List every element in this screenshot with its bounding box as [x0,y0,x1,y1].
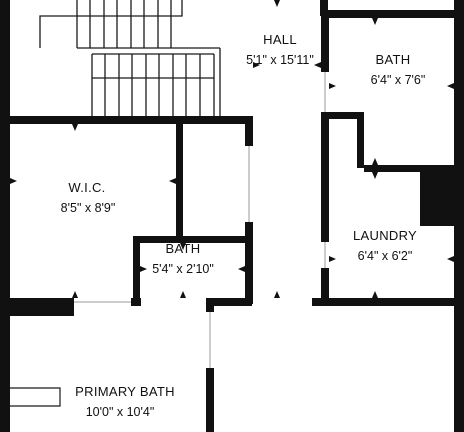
bath-upper-dimensions-label: 6'4" x 7'6" [370,73,426,87]
dimension-ticks [10,0,454,298]
staircase [39,0,221,116]
hall-name-label: HALL [263,32,297,47]
primary-bath-dimensions-label: 10'0" x 10'4" [85,405,155,419]
primary-bath-name-label: PRIMARY BATH [75,384,175,399]
wic-name-label: W.I.C. [68,180,106,195]
window-lines [74,72,326,368]
bath-small-dimensions-label: 5'4" x 2'10" [152,262,214,276]
wic-dimensions-label: 8'5" x 8'9" [60,201,116,215]
hall-dimensions-label: 5'1" x 15'11" [246,53,314,67]
bath-small-name-label: BATH [165,241,201,256]
vanity [10,387,61,407]
laundry-dimensions-label: 6'4" x 6'2" [357,249,413,263]
bath-upper-name-label: BATH [375,52,411,67]
interior-walls [10,10,454,432]
laundry-name-label: LAUNDRY [353,228,417,243]
